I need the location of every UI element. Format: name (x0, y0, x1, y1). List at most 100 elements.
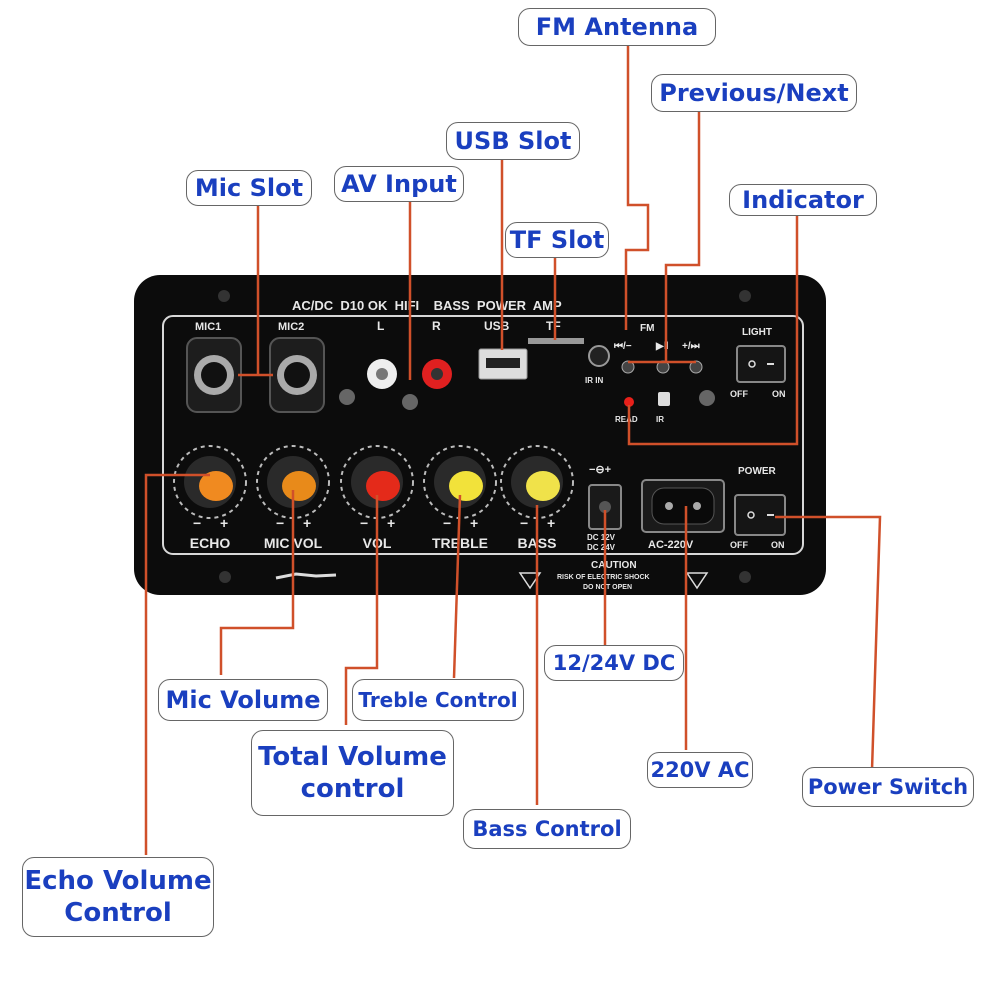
callout-fm-antenna: FM Antenna (518, 8, 716, 46)
mic1-label: MIC1 (195, 321, 221, 333)
light-switch-off-mark (748, 360, 756, 368)
ir-in-jack[interactable] (588, 345, 610, 367)
screw-hole (218, 290, 230, 302)
microphone-logo-icon (275, 572, 337, 580)
knob-minus-mark: − (520, 515, 528, 531)
callout-echo-volume-line-2: Control (64, 898, 172, 928)
panel-title: AC/DC D10 OK HIFI BASS POWER AMP (292, 298, 562, 313)
power-label: POWER (738, 466, 777, 477)
tf-label: TF (546, 319, 561, 333)
leader-echo (144, 473, 210, 855)
callout-indicator: Indicator (729, 184, 877, 216)
mic2-jack[interactable] (269, 337, 325, 413)
light-off-label: OFF (730, 389, 748, 399)
dc-polarity-symbol: −⊖+ (589, 464, 611, 476)
callout-ac-input: 220V AC (647, 752, 753, 788)
knob-plus-mark: + (220, 515, 228, 531)
knob-minus-mark: − (276, 515, 284, 531)
callout-total-volume: Total Volume control (251, 730, 454, 816)
ir-label: IR (656, 415, 664, 424)
screw (402, 394, 418, 410)
usb-label: USB (484, 319, 510, 333)
leader-indicator (627, 215, 799, 446)
leader-treble (452, 494, 462, 679)
knob-plus-mark: + (303, 515, 311, 531)
callout-av-input: AV Input (334, 166, 464, 202)
screw (339, 389, 355, 405)
knob-echo[interactable] (173, 445, 247, 519)
leader-power-switch (775, 515, 882, 771)
caution-line-1: RISK OF ELECTRIC SHOCK (557, 574, 650, 581)
callout-dc-input: 12/24V DC (544, 645, 684, 681)
prev-button-label: ⏮/− (614, 341, 632, 352)
callout-power-switch: Power Switch (802, 767, 974, 807)
screw (699, 390, 715, 406)
callout-previous-next: Previous/Next (651, 74, 857, 112)
tf-card-slot[interactable] (528, 338, 584, 344)
ac-socket-inner (651, 487, 715, 525)
screw-hole (739, 290, 751, 302)
screw-hole (739, 571, 751, 583)
dc-voltage-label-24v: DC 24V (587, 543, 616, 552)
right-channel-label: R (432, 319, 441, 333)
callout-mic-volume: Mic Volume (158, 679, 328, 721)
read-label: READ (615, 415, 638, 424)
knob-plus-mark: + (470, 515, 478, 531)
callout-treble-control: Treble Control (352, 679, 524, 721)
leader-total-volume (344, 495, 379, 725)
next-button-label: +/⏭ (682, 341, 700, 352)
knob-label: ECHO (190, 535, 231, 551)
read-indicator-led (624, 397, 634, 407)
fm-label: FM (640, 323, 654, 334)
light-label: LIGHT (742, 327, 772, 338)
warning-triangle-icon (685, 572, 709, 590)
callout-usb-slot: USB Slot (446, 122, 580, 160)
callout-mic-slot: Mic Slot (186, 170, 312, 206)
rca-left-jack[interactable] (367, 359, 397, 389)
knob-minus-mark: − (443, 515, 451, 531)
mic2-label: MIC2 (278, 321, 304, 333)
ir-in-label: IR IN (585, 376, 603, 385)
knob-plus-mark: + (547, 515, 555, 531)
knob-label: TREBLE (432, 535, 488, 551)
panel-inner-border (162, 315, 804, 555)
leader-mic-slot (238, 205, 273, 377)
light-switch[interactable] (736, 345, 786, 383)
left-channel-label: L (377, 319, 384, 333)
screw-hole (219, 571, 231, 583)
caution-title: CAUTION (591, 560, 637, 571)
warning-triangle-icon (518, 572, 542, 590)
knob-vol[interactable] (340, 445, 414, 519)
ac-socket-pin (693, 502, 701, 510)
dc-jack-pin (599, 501, 611, 513)
rca-right-jack[interactable] (422, 359, 452, 389)
usb-port-tongue (486, 358, 520, 368)
callout-echo-volume-line-1: Echo Volume (24, 865, 212, 896)
caution-line-2: DO NOT OPEN (583, 584, 632, 591)
callout-bass-control: Bass Control (463, 809, 631, 849)
knob-bass[interactable] (500, 445, 574, 519)
power-off-label: OFF (730, 540, 748, 550)
knob-plus-mark: + (387, 515, 395, 531)
mic1-jack[interactable] (186, 337, 242, 413)
power-on-label: ON (771, 540, 785, 550)
ir-receiver (658, 392, 670, 406)
light-on-label: ON (772, 389, 786, 399)
power-switch-off-mark (747, 511, 755, 519)
power-switch[interactable] (734, 494, 786, 536)
callout-total-volume-line-2: control (300, 774, 405, 804)
callout-total-volume-line-1: Total Volume (258, 741, 447, 772)
play-button-label: ▶‖ (655, 341, 669, 352)
knob-mic-vol[interactable] (256, 445, 330, 519)
callout-echo-volume: Echo Volume Control (22, 857, 214, 937)
ac-socket-pin (665, 502, 673, 510)
callout-tf-slot: TF Slot (505, 222, 609, 258)
dc-voltage-label-12v: DC 12V (587, 533, 616, 542)
leader-fm-antenna (624, 45, 650, 330)
leader-previous-next (628, 112, 701, 364)
knob-minus-mark: − (360, 515, 368, 531)
leader-mic-volume (219, 490, 295, 675)
knob-minus-mark: − (193, 515, 201, 531)
ac-voltage-label: AC-220V (648, 539, 694, 551)
